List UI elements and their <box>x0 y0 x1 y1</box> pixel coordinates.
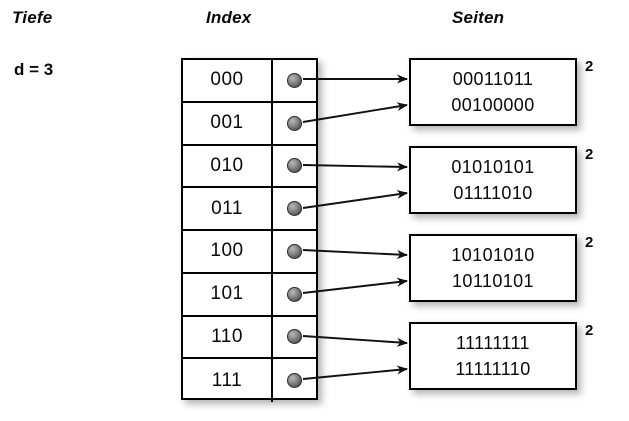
pointer-arrow <box>302 189 408 209</box>
index-pointer-cell <box>273 60 316 101</box>
page-local-depth: 2 <box>585 146 594 163</box>
index-row: 101 <box>183 273 316 317</box>
index-pointer-cell <box>273 103 316 144</box>
page-local-depth: 2 <box>585 234 594 251</box>
pointer-arrow <box>302 102 408 123</box>
index-row: 001 <box>183 102 316 146</box>
index-pointer-cell <box>273 359 316 402</box>
pointer-dot-icon <box>287 158 302 174</box>
index-pointer-cell <box>273 274 316 315</box>
pointer-dot-icon <box>287 373 302 389</box>
index-row: 110 <box>183 316 316 360</box>
page-record: 11111111 <box>456 332 530 353</box>
index-key: 111 <box>183 359 273 402</box>
page-record: 10101010 <box>451 244 535 265</box>
index-key: 011 <box>183 188 273 229</box>
page-bucket: 01010101 01111010 <box>409 146 577 214</box>
pointer-dot-icon <box>287 115 302 131</box>
page-record: 10110101 <box>452 271 534 291</box>
column-heading-pages: Seiten <box>452 8 505 27</box>
page-local-depth: 2 <box>585 58 594 75</box>
column-heading-index: Index <box>206 8 252 27</box>
pointer-dot-icon <box>287 329 302 345</box>
pointer-dot-icon <box>287 201 302 217</box>
pointer-dot-icon <box>287 286 302 302</box>
page-bucket: 11111111 11111110 <box>409 322 577 390</box>
page-record: 00011011 <box>452 68 534 89</box>
index-pointer-cell <box>273 231 316 272</box>
index-row: 011 <box>183 188 316 231</box>
pointer-arrow <box>302 277 408 294</box>
page-record: 01111010 <box>453 183 533 203</box>
index-row: 010 <box>183 145 316 189</box>
index-pointer-cell <box>273 188 316 229</box>
page-bucket: 00011011 00100000 <box>409 58 577 126</box>
pointer-arrow <box>302 335 408 347</box>
pointer-arrow <box>302 365 408 380</box>
index-pointer-cell <box>273 146 316 187</box>
pointer-dot-icon <box>287 72 302 88</box>
index-key: 110 <box>183 316 273 358</box>
index-key: 101 <box>183 273 273 315</box>
index-directory-table: 000 001 010 011 100 <box>181 58 318 402</box>
index-row: 111 <box>183 359 316 402</box>
index-key: 100 <box>183 231 273 272</box>
index-pointer-cell <box>273 317 316 358</box>
pointer-arrow <box>302 249 408 260</box>
global-depth-label: d = 3 <box>14 60 54 79</box>
page-record: 00100000 <box>451 95 535 115</box>
page-bucket: 10101010 10110101 <box>409 234 577 302</box>
index-key: 000 <box>183 60 273 101</box>
page-local-depth: 2 <box>585 322 594 339</box>
column-heading-depth: Tiefe <box>12 8 53 27</box>
index-key: 010 <box>183 145 273 187</box>
pointer-arrow <box>302 162 408 172</box>
index-row: 100 <box>183 231 316 274</box>
pointer-dot-icon <box>287 243 302 259</box>
index-row: 000 <box>183 60 316 103</box>
page-record: 01010101 <box>451 156 535 177</box>
index-key: 001 <box>183 102 273 144</box>
page-record: 11111110 <box>455 359 531 379</box>
